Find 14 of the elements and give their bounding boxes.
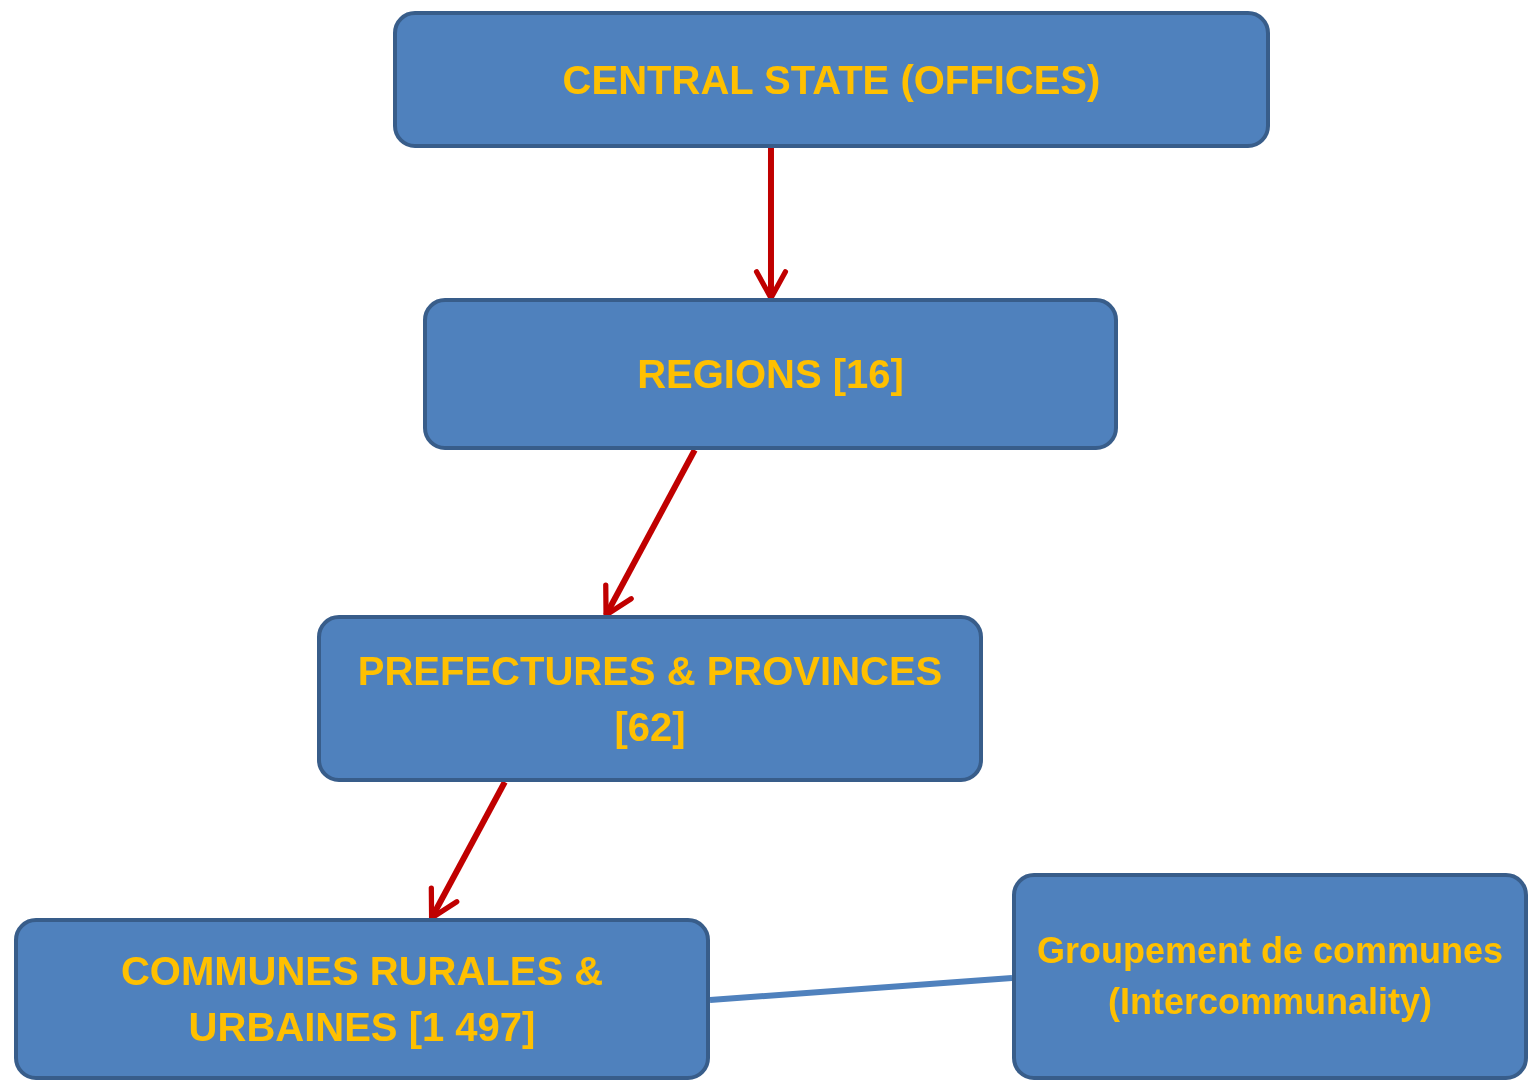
box-label: COMMUNES RURALES & URBAINES [1 497] xyxy=(119,948,605,1051)
connector-line xyxy=(709,974,1013,1003)
arrow xyxy=(603,448,698,618)
arrow xyxy=(428,780,508,921)
process-box xyxy=(1012,873,1528,1080)
box-label: PREFECTURES & PROVINCES [62] xyxy=(356,647,944,751)
box-label: Groupement de communes (Intercommunality) xyxy=(1036,929,1504,1024)
box-label: CENTRAL STATE (OFFICES) xyxy=(562,56,1101,104)
process-box xyxy=(14,918,710,1080)
arrow xyxy=(753,148,789,301)
box-label: REGIONS [16] xyxy=(637,351,904,398)
process-box xyxy=(393,11,1270,148)
process-box xyxy=(317,615,983,782)
process-box xyxy=(423,298,1118,450)
